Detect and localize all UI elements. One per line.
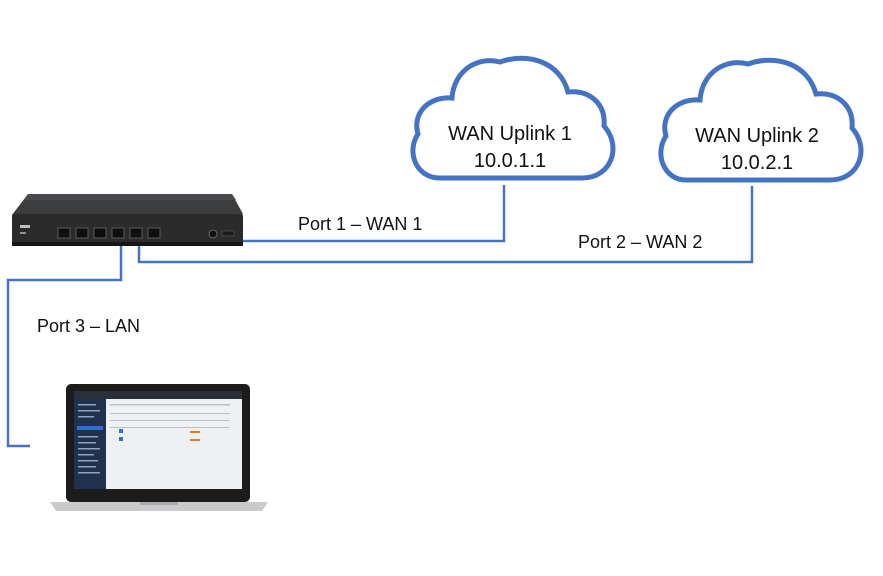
cloud-wan-uplink-1: WAN Uplink 1 10.0.1.1 — [410, 55, 616, 181]
cloud-wan1-name: WAN Uplink 1 — [448, 123, 572, 145]
laptop-icon — [50, 384, 268, 511]
link-port3-lan — [6, 236, 123, 448]
cloud-icon — [410, 55, 616, 181]
label-port2-wan2: Port 2 – WAN 2 — [578, 232, 702, 252]
label-port1-wan1: Port 1 – WAN 1 — [298, 214, 422, 234]
label-port3-lan: Port 3 – LAN — [37, 316, 140, 336]
connections — [6, 185, 754, 448]
cloud-wan2-ip: 10.0.2.1 — [721, 152, 793, 174]
cloud-icon — [658, 57, 864, 183]
link-port2-wan2 — [137, 186, 754, 264]
link-port1-wan1 — [156, 185, 506, 243]
cloud-wan2-name: WAN Uplink 2 — [695, 125, 819, 147]
router-ports — [57, 227, 161, 239]
router-icon — [12, 194, 243, 246]
cloud-wan-uplink-2: WAN Uplink 2 10.0.2.1 — [658, 57, 864, 183]
cloud-wan1-ip: 10.0.1.1 — [474, 150, 546, 172]
